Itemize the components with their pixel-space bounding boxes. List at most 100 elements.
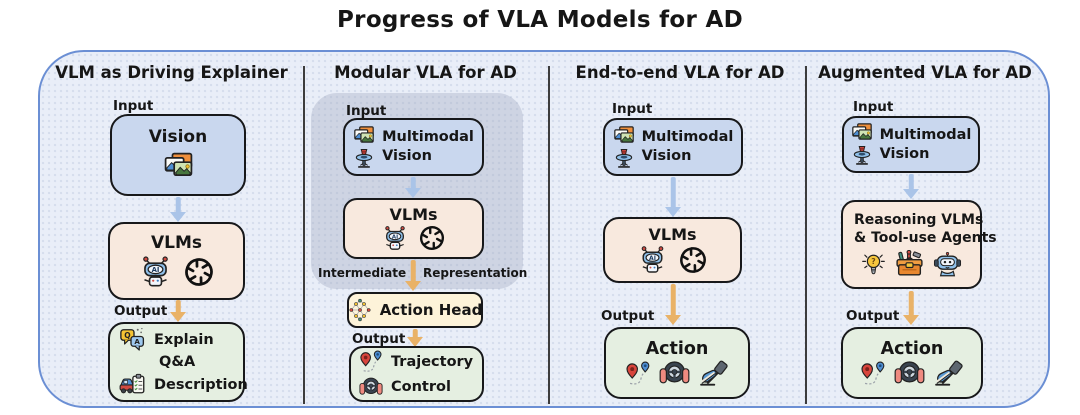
multimodal-vision-content: Multimodal Vision xyxy=(607,125,740,170)
arrow-action-head-to-output xyxy=(407,329,423,347)
neural-network-icon xyxy=(348,298,372,322)
column-header-end-to-end-vla: End-to-end VLA for AD xyxy=(575,63,785,82)
arrow-vlms-to-output xyxy=(170,300,186,322)
lidar-sensor-icon xyxy=(851,145,873,167)
output-row-qa: Q&A xyxy=(110,354,243,370)
column-header-augmented-vla: Augmented VLA for AD xyxy=(818,63,1032,82)
lidar-sensor-icon xyxy=(613,148,635,170)
vision-box-title: Vision xyxy=(148,127,208,148)
action-icons xyxy=(860,360,964,387)
output-line: Trajectory xyxy=(391,354,474,370)
steering-wheel-icon xyxy=(894,360,925,387)
vlms-icons xyxy=(382,225,445,251)
images-icon xyxy=(851,122,873,144)
input-label: Input xyxy=(346,103,387,119)
multimodal-vision-box: Multimodal Vision xyxy=(603,118,743,176)
action-icons xyxy=(625,360,729,387)
agent-icons xyxy=(861,250,962,278)
arrow-input-to-agents xyxy=(903,174,919,199)
intermediate-label: Intermediate xyxy=(318,266,407,280)
explainer-output-box: Explain Q&A Description xyxy=(108,322,248,402)
action-head-box: Action Head xyxy=(347,292,483,328)
action-box: Action xyxy=(841,327,983,399)
openai-logo-icon xyxy=(184,257,214,287)
multimodal-vision-content: Multimodal Vision xyxy=(347,125,480,170)
trajectory-pins-icon xyxy=(625,361,651,387)
multimodal-vision-box: Multimodal Vision xyxy=(842,116,980,173)
arrow-agents-to-action xyxy=(903,291,919,325)
figure-title: Progress of VLA Models for AD xyxy=(337,7,743,33)
output-line: Description xyxy=(154,376,248,393)
ai-robot-icon xyxy=(638,245,667,274)
pedal-foot-icon xyxy=(933,360,964,387)
ai-robot-icon xyxy=(382,225,408,251)
vlms-box: VLMs xyxy=(603,217,742,283)
vlms-box-title: VLMs xyxy=(150,232,203,253)
qa-chat-icon xyxy=(119,326,146,353)
toolbox-icon xyxy=(894,250,925,278)
vlms-box: VLMs xyxy=(108,222,245,300)
images-icon xyxy=(613,125,635,147)
column-header-modular-vla: Modular VLA for AD xyxy=(334,63,517,82)
column-header-vlm-explainer: VLM as Driving Explainer xyxy=(55,63,288,82)
column-divider-1 xyxy=(303,66,305,404)
steering-wheel-icon xyxy=(359,376,383,398)
vlms-box-title: VLMs xyxy=(389,204,438,224)
arrow-vision-to-vlms xyxy=(170,197,186,222)
robot-head-icon xyxy=(933,252,962,277)
action-box-title: Action xyxy=(880,338,944,359)
multimodal-line2: Vision xyxy=(879,145,930,162)
arrow-vlms-to-action-head xyxy=(405,260,421,291)
multimodal-line2: Vision xyxy=(641,148,692,164)
output-label: Output xyxy=(846,308,900,324)
idea-bulb-icon xyxy=(861,252,886,277)
output-row-explain: Explain xyxy=(110,326,243,353)
images-icon xyxy=(353,125,375,147)
arrow-input-to-vlms xyxy=(405,177,421,198)
column-divider-2 xyxy=(548,66,550,404)
input-label: Input xyxy=(612,101,653,117)
multimodal-line1: Multimodal xyxy=(641,129,734,146)
output-line: Q&A xyxy=(159,354,196,370)
action-head-content: Action Head xyxy=(348,298,483,322)
multimodal-vision-content: Multimodal Vision xyxy=(845,122,978,167)
vlms-box-title: VLMs xyxy=(648,224,697,244)
vision-box: Vision xyxy=(110,114,246,196)
car-checklist-icon xyxy=(119,371,146,398)
ai-robot-icon xyxy=(139,255,172,288)
input-icons xyxy=(353,125,375,170)
trajectory-pins-icon xyxy=(860,361,886,387)
vlms-icons xyxy=(139,255,214,288)
steering-wheel-icon xyxy=(659,360,690,387)
representation-label: Representation xyxy=(423,266,528,280)
input-label: Input xyxy=(113,98,154,114)
lidar-sensor-icon xyxy=(353,148,375,170)
multimodal-vision-box: Multimodal Vision xyxy=(343,118,484,176)
action-box: Action xyxy=(604,327,750,399)
pedal-foot-icon xyxy=(698,360,729,387)
images-icon xyxy=(163,151,194,182)
output-line: Control xyxy=(391,379,451,395)
multimodal-line1: Multimodal xyxy=(382,129,474,146)
output-label: Output xyxy=(352,331,406,347)
output-label: Output xyxy=(601,308,655,324)
output-label: Output xyxy=(114,303,168,319)
output-line: Explain xyxy=(154,331,214,348)
reasoning-agents-box: Reasoning VLMs & Tool-use Agents xyxy=(841,200,997,289)
reasoning-line1: Reasoning VLMs xyxy=(854,211,984,228)
output-row-control: Control xyxy=(351,376,482,398)
arrow-input-to-vlms xyxy=(665,177,681,217)
action-head-title: Action Head xyxy=(379,301,483,319)
trajectory-control-box: Trajectory Control xyxy=(349,346,484,402)
input-icons xyxy=(613,125,635,170)
multimodal-line1: Multimodal xyxy=(879,126,972,143)
column-divider-3 xyxy=(805,66,807,404)
openai-logo-icon xyxy=(679,246,707,274)
output-row-trajectory: Trajectory xyxy=(351,350,482,374)
vlms-box: VLMs xyxy=(343,198,484,259)
vlms-icons xyxy=(638,245,707,274)
output-row-description: Description xyxy=(110,371,248,398)
reasoning-line2: & Tool-use Agents xyxy=(854,230,997,246)
arrow-vlms-to-action xyxy=(665,284,681,325)
